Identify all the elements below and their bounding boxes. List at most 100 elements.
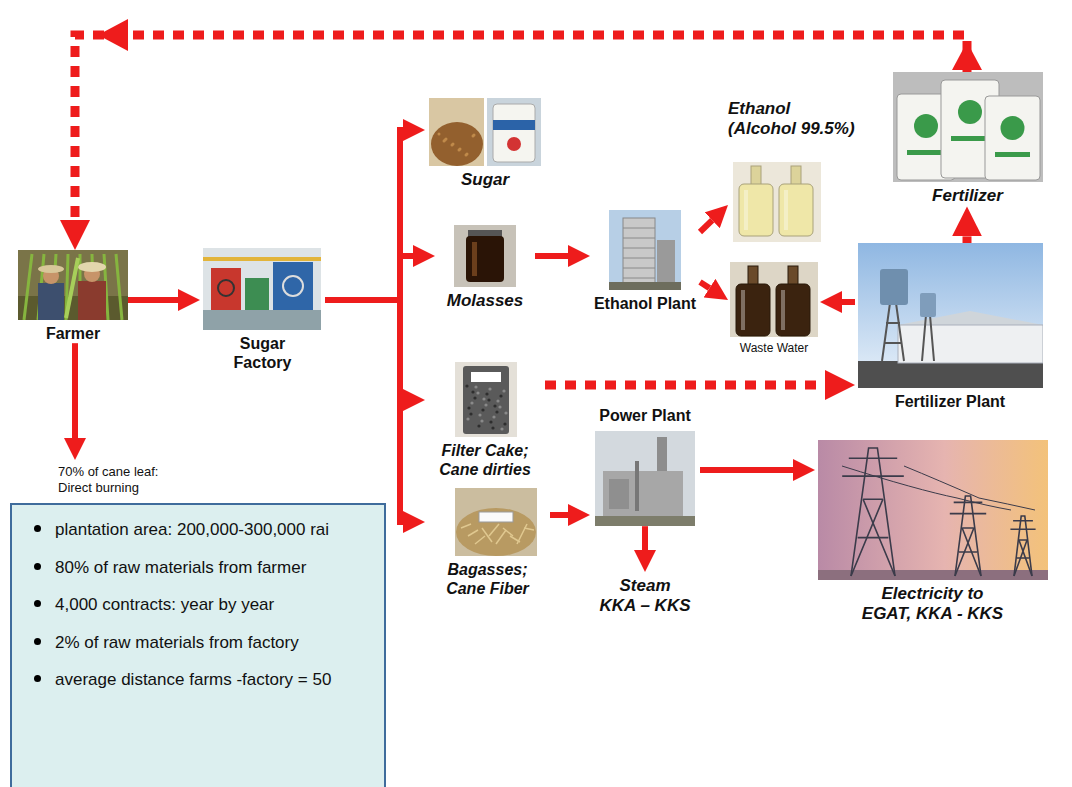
illustration-part <box>791 166 801 186</box>
illustration-part <box>473 134 476 137</box>
flow-arrow <box>535 253 568 259</box>
node-label: Steam KKA – KKS <box>596 576 694 617</box>
illustration <box>730 262 818 337</box>
flow-arrow <box>72 343 78 438</box>
node-label: Molasses <box>435 291 535 311</box>
info-box: plantation area: 200,000-300,000 rai 80% … <box>10 503 386 787</box>
bullet-dot <box>34 525 41 532</box>
product-node: Molasses <box>435 225 535 311</box>
illustration-part <box>842 466 1035 510</box>
illustration-part <box>459 148 462 151</box>
illustration-part <box>955 496 981 576</box>
illustration-part <box>751 166 761 186</box>
flow-arrow <box>550 512 568 518</box>
illustration-part <box>502 389 505 392</box>
product-node: Sugar <box>425 98 545 190</box>
illustration-part <box>481 408 484 411</box>
illustration-part <box>18 250 128 320</box>
illustration-part <box>995 152 1030 157</box>
illustration-part <box>898 311 1043 325</box>
illustration <box>733 162 821 242</box>
illustration-part <box>524 528 534 530</box>
illustration-part <box>496 530 506 544</box>
illustration-part <box>493 104 535 162</box>
illustration-part <box>218 280 234 296</box>
flow-arrow <box>325 300 403 522</box>
illustration-part <box>444 139 447 142</box>
output-node: Electricity to EGAT, KKA - KKS <box>815 440 1050 625</box>
bullet-text: plantation area: 200,000-300,000 rai <box>55 517 345 543</box>
illustration-part <box>623 238 655 239</box>
illustration-part <box>898 325 1043 363</box>
illustration-part <box>882 303 904 361</box>
illustration-part <box>730 262 818 337</box>
illustration-part <box>1014 516 1032 576</box>
bullet-text: average distance farms -factory = 50 <box>55 667 345 693</box>
node-label: Fertilizer Plant <box>855 392 1045 411</box>
illustration-part <box>18 296 128 320</box>
flow-arrow <box>325 256 413 300</box>
bullet-item: 80% of raw materials from farmer <box>34 555 374 581</box>
illustration-part <box>1014 540 1032 576</box>
illustration-part <box>484 403 487 406</box>
bullet-item: 2% of raw materials from factory <box>34 630 374 656</box>
illustration-part <box>744 190 748 230</box>
plant-node: Power Plant <box>590 402 700 526</box>
illustration-part <box>211 268 241 310</box>
plant-node: Fertilizer Plant <box>855 243 1045 411</box>
product-node: Ethanol (Alcohol 99.5%) <box>728 95 878 242</box>
illustration-part <box>24 254 32 320</box>
illustration-part <box>736 284 770 336</box>
illustration-part <box>116 254 122 320</box>
illustration-part <box>851 499 895 576</box>
bullet-dot <box>34 638 41 645</box>
illustration-part <box>958 100 982 124</box>
illustration-part <box>818 440 1048 580</box>
illustration-part <box>480 419 483 422</box>
illustration-part <box>463 366 509 434</box>
illustration-part <box>635 461 639 511</box>
illustration-part <box>609 210 681 290</box>
illustration-part <box>851 448 895 576</box>
illustration-part <box>466 153 469 156</box>
illustration-part <box>487 398 490 401</box>
illustration-part <box>485 392 488 395</box>
illustration-part <box>603 471 683 516</box>
illustration-part <box>907 150 945 155</box>
flow-arrow <box>325 130 403 300</box>
illustration-part <box>38 265 64 273</box>
illustration-part <box>842 458 904 476</box>
bullet-text: 2% of raw materials from factory <box>55 630 345 656</box>
illustration-part <box>985 96 1040 180</box>
illustration-part <box>488 387 491 390</box>
illustration-part <box>431 122 483 166</box>
illustration-part <box>66 258 78 318</box>
illustration <box>818 440 1048 580</box>
illustration-part <box>468 230 502 237</box>
illustration-part <box>472 135 475 138</box>
illustration-part <box>203 257 321 261</box>
node-label: Ethanol Plant <box>590 294 700 313</box>
illustration-part <box>951 136 989 141</box>
illustration <box>858 243 1043 388</box>
illustration-part <box>474 385 477 388</box>
illustration-part <box>493 404 496 407</box>
illustration-part <box>283 276 303 296</box>
flow-arrow <box>700 220 712 232</box>
illustration-part <box>438 133 441 136</box>
illustration-part <box>493 120 535 130</box>
illustration-part <box>595 516 695 526</box>
illustration-part <box>779 184 813 236</box>
node-label: 70% of cane leaf: Direct burning <box>58 464 176 495</box>
product-node: Filter Cake; Cane dirties <box>425 362 545 479</box>
product-node: Waste Water <box>728 262 820 355</box>
illustration <box>595 431 695 526</box>
illustration-part <box>858 243 1043 388</box>
node-label: Fertilizer <box>890 186 1045 206</box>
illustration-part <box>623 248 655 249</box>
illustration-part <box>476 391 479 394</box>
illustration-part <box>492 415 495 418</box>
illustration-part <box>471 372 501 382</box>
illustration-part <box>478 413 481 416</box>
illustration-part <box>914 114 938 138</box>
